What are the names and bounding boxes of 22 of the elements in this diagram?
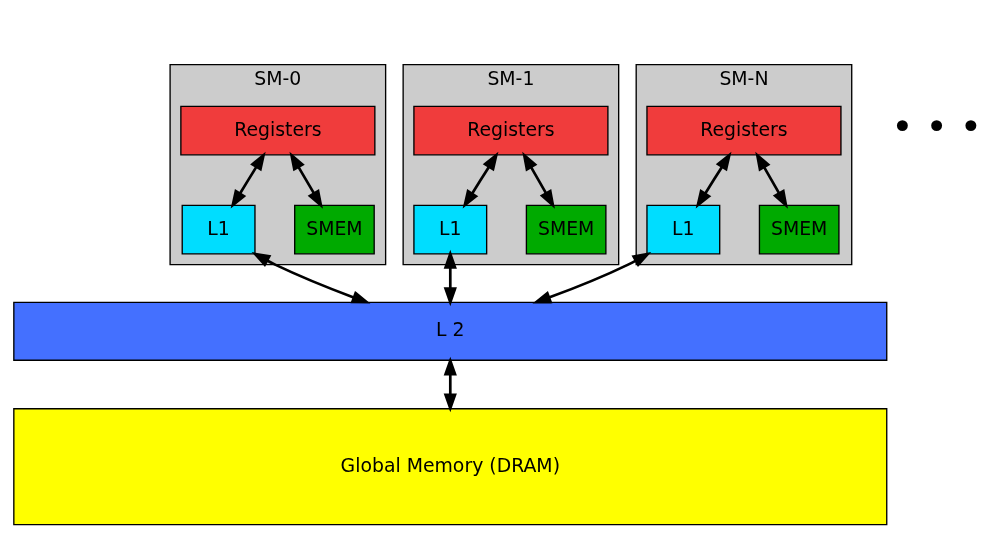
arrow bbox=[230, 151, 266, 209]
node-box: Registers bbox=[180, 105, 376, 156]
node-box: Registers bbox=[646, 105, 842, 156]
node-box: L1 bbox=[646, 204, 721, 255]
arrow bbox=[522, 151, 555, 209]
node-box: L 2 bbox=[13, 301, 888, 361]
node-box: L1 bbox=[181, 204, 256, 255]
node-box: Registers bbox=[413, 105, 609, 156]
arrow bbox=[462, 151, 499, 209]
arrow bbox=[532, 252, 652, 304]
arrow bbox=[443, 249, 457, 307]
arrow bbox=[695, 151, 732, 209]
node-box: Global Memory (DRAM) bbox=[13, 408, 888, 526]
node-box: SMEM bbox=[525, 204, 607, 255]
arrow bbox=[755, 151, 788, 209]
node-box: SMEM bbox=[294, 204, 375, 255]
label: • • • bbox=[891, 104, 982, 149]
node-box: L1 bbox=[413, 204, 488, 255]
arrow bbox=[251, 252, 371, 304]
node-box: SMEM bbox=[758, 204, 840, 255]
arrow bbox=[443, 356, 457, 413]
arrow bbox=[289, 151, 323, 209]
